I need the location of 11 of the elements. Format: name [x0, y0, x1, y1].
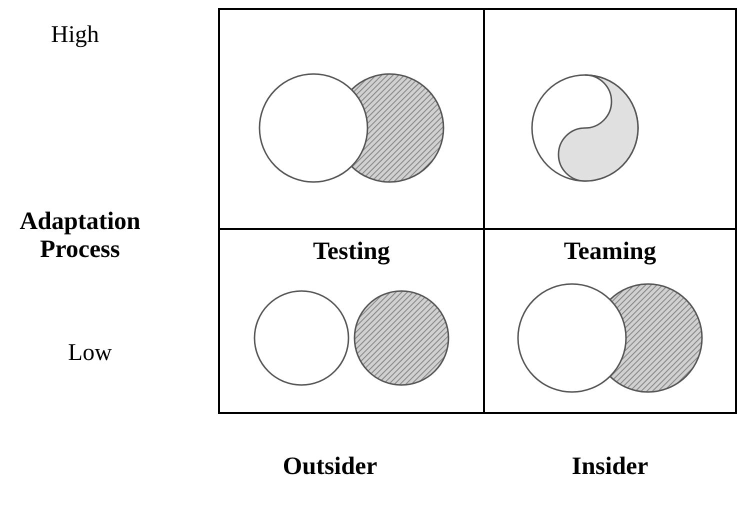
quadrant-title: Teaming	[562, 238, 658, 266]
axis-category-label: Outsider	[282, 453, 378, 481]
matrix-cell	[483, 228, 737, 414]
axis-category-label: Insider	[570, 453, 650, 481]
axis-title: Adaptation Process	[18, 208, 142, 264]
axis-tick-label: High	[50, 22, 100, 49]
matrix-cell	[483, 8, 737, 230]
quadrant-title: Testing	[312, 238, 391, 266]
axis-tick-label: Low	[67, 340, 113, 367]
matrix-cell	[218, 8, 485, 230]
matrix-cell	[218, 228, 485, 414]
